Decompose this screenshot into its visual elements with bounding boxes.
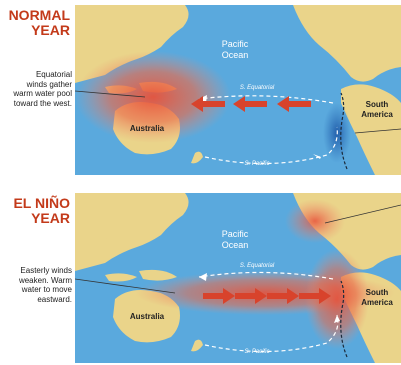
wind-arrow-icon — [267, 288, 299, 304]
equatorial-current-path — [198, 271, 334, 280]
warm-water-east-pool — [305, 249, 369, 349]
equatorial-current-path — [198, 95, 334, 104]
south-america-label-line-1: South — [366, 100, 389, 109]
normal-note-line-4: toward the west. — [13, 98, 72, 108]
south-pacific-current-path — [204, 126, 338, 165]
south-america-label-line-2: America — [361, 110, 393, 119]
normal-note-line-3: warm water pool — [13, 89, 72, 98]
australia-label: Australia — [130, 312, 165, 321]
new-zealand-islands — [191, 339, 203, 352]
ocean-label-line-2: Ocean — [222, 50, 249, 60]
wind-arrow-icon — [203, 288, 235, 304]
humboldt-current-path — [340, 280, 348, 358]
ocean-current-arrow-icon — [199, 273, 207, 281]
north-america-landmass — [293, 5, 401, 82]
trade-wind-arrows — [191, 96, 311, 112]
ocean-label-line-1: Pacific — [222, 229, 249, 239]
japan-islands — [169, 201, 183, 215]
wind-arrow-icon — [191, 96, 225, 112]
el-nino-note-line-4: eastward. — [37, 294, 72, 304]
normal-year-title: NORMAL YEAR — [0, 8, 70, 38]
ocean-label-line-1: Pacific — [222, 39, 249, 49]
equatorial-current-label: S. Equatorial — [240, 85, 275, 91]
wind-arrow-icon — [299, 288, 331, 304]
el-nino-title-line-1: EL NIÑO — [13, 195, 70, 211]
ocean-current-arrow-icon — [334, 315, 340, 323]
warm-north-america-zone — [285, 199, 345, 243]
leader-line — [75, 278, 176, 294]
weakened-wind-arrows — [203, 288, 331, 304]
south-america-landmass — [341, 84, 401, 175]
el-nino-year-title: EL NIÑO YEAR — [0, 196, 70, 226]
wind-arrow-icon — [235, 288, 267, 304]
normal-year-map: Pacific Ocean Australia South America S.… — [75, 5, 401, 175]
el-nino-year-map: Pacific Ocean Australia South America S.… — [75, 193, 401, 363]
wind-arrow-icon — [233, 96, 267, 112]
ocean-label-line-2: Ocean — [222, 240, 249, 250]
wind-arrow-icon — [277, 96, 311, 112]
new-zealand-islands — [191, 151, 203, 164]
pacific-current-label: S. Pacific — [244, 161, 269, 167]
japan-islands — [169, 13, 183, 27]
leader-line — [324, 204, 401, 224]
new-guinea-island — [139, 269, 177, 281]
normal-year-note: Equatorial winds gather warm water pool … — [0, 70, 72, 108]
el-nino-note-line-1: Easterly winds — [20, 266, 72, 275]
warm-water-pool — [75, 51, 231, 143]
pacific-current-label: S. Pacific — [244, 349, 269, 355]
normal-title-line-2: YEAR — [31, 22, 70, 38]
el-nino-year-note: Easterly winds weaken. Warm water to mov… — [0, 266, 72, 304]
el-nino-note-line-3: water to move — [21, 285, 72, 294]
leader-line — [75, 90, 146, 98]
south-america-label-line-2: America — [361, 298, 393, 307]
humboldt-current-path — [340, 92, 348, 170]
south-pacific-current-path — [204, 314, 339, 353]
southeast-asia-peninsula — [93, 237, 115, 253]
ocean-current-arrow-icon — [313, 154, 321, 159]
normal-note-line-2: winds gather — [26, 79, 72, 89]
south-america-label-line-1: South — [366, 288, 389, 297]
el-nino-note-line-2: weaken. Warm — [18, 275, 72, 285]
australia-label: Australia — [130, 124, 165, 133]
normal-note-line-1: Equatorial — [35, 70, 72, 79]
equatorial-current-label: S. Equatorial — [240, 263, 275, 269]
indonesia-islands — [105, 273, 137, 282]
el-nino-title-line-2: YEAR — [31, 210, 70, 226]
leader-line — [354, 128, 401, 134]
normal-title-line-1: NORMAL — [8, 7, 70, 23]
